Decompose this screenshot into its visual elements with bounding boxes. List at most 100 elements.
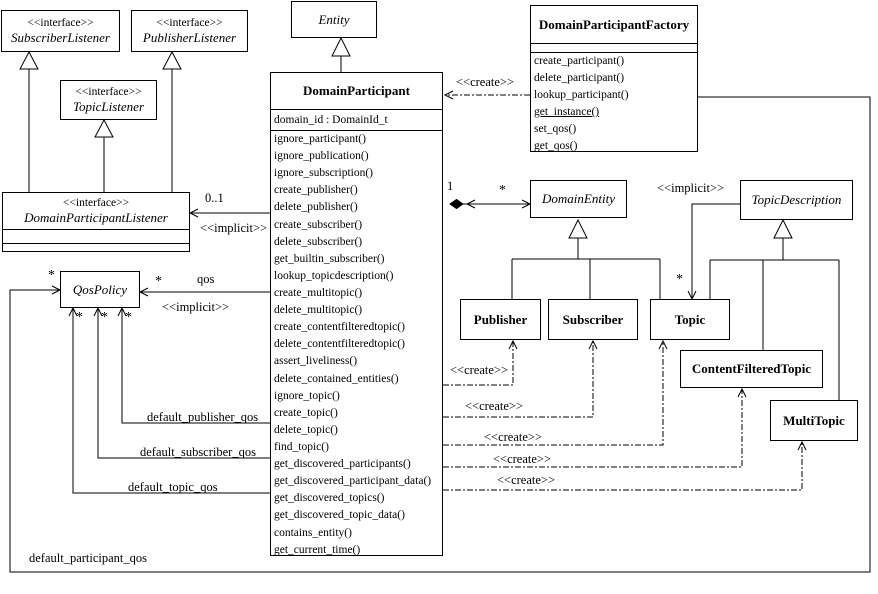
class-content-filtered-topic: ContentFilteredTopic xyxy=(680,350,823,388)
create-stereotype-label: <<create>> xyxy=(484,430,543,444)
class-domain-participant-factory: DomainParticipantFactory create_particip… xyxy=(530,5,698,152)
class-publisher: Publisher xyxy=(460,299,541,340)
operations-compartment: create_participant() delete_participant(… xyxy=(531,52,697,155)
association-listener xyxy=(188,208,270,218)
empty-operations-compartment xyxy=(3,243,189,253)
class-publisher-listener: <<interface>> PublisherListener xyxy=(131,10,248,52)
implicit-stereotype-label: <<implicit>> xyxy=(162,300,230,314)
empty-attributes-compartment xyxy=(531,43,697,52)
create-arrowhead xyxy=(588,339,598,350)
association-qos xyxy=(138,287,270,297)
generalization-dplistener-publisherlistener xyxy=(162,50,182,192)
stereotype-label: <<interface>> xyxy=(75,86,142,98)
class-domain-participant-listener: <<interface>> DomainParticipantListener xyxy=(2,192,190,252)
method-row: lookup_participant() xyxy=(534,89,629,101)
method-row: delete_participant() xyxy=(534,72,625,84)
class-entity: Entity xyxy=(291,1,377,38)
multiplicity-many-label: * xyxy=(499,183,506,198)
attribute-row: domain_id : DomainId_t xyxy=(274,114,388,126)
association-default-subscriber-qos xyxy=(93,306,270,459)
method-row: ignore_publication() xyxy=(274,150,369,163)
class-name: ContentFilteredTopic xyxy=(691,361,812,376)
implicit-stereotype-label: <<implicit>> xyxy=(657,181,725,195)
generalization-dplistener-subscriberlistener xyxy=(19,50,39,192)
method-row: create_subscriber() xyxy=(274,218,363,231)
default-publisher-qos-label: default_publisher_qos xyxy=(147,410,259,424)
method-row: delete_subscriber() xyxy=(274,235,363,248)
method-row: delete_contentfilteredtopic() xyxy=(274,338,405,351)
stereotype-label: <<interface>> xyxy=(62,197,130,209)
class-name: Entity xyxy=(318,11,350,27)
class-domain-participant: DomainParticipant domain_id : DomainId_t… xyxy=(270,72,443,556)
multiplicity-many-label: * xyxy=(155,274,162,289)
method-row: create_participant() xyxy=(534,55,625,67)
create-stereotype-label: <<create>> xyxy=(465,399,524,413)
method-row: create_multitopic() xyxy=(274,286,363,299)
attributes-compartment: domain_id : DomainId_t xyxy=(271,109,442,130)
association-implicit-topicdescription-topic xyxy=(687,203,740,301)
create-arrowhead xyxy=(737,387,747,398)
multiplicity-optional-label: 0..1 xyxy=(205,191,224,205)
class-domain-entity: DomainEntity xyxy=(530,180,627,218)
create-stereotype-label: <<create>> xyxy=(497,473,556,487)
class-name: QosPolicy xyxy=(72,281,128,297)
method-row: set_qos() xyxy=(534,123,577,135)
method-row: get_current_time() xyxy=(274,543,361,556)
method-row: create_publisher() xyxy=(274,184,358,197)
qos-role-label: qos xyxy=(197,272,215,286)
class-multi-topic: MultiTopic xyxy=(770,400,858,441)
generalization-tree-domainentity xyxy=(511,218,661,299)
method-row: get_discovered_participants() xyxy=(274,458,411,471)
class-name: DomainParticipantFactory xyxy=(538,16,690,32)
create-stereotype-label: <<create>> xyxy=(450,363,509,377)
class-name: MultiTopic xyxy=(783,412,845,428)
class-name: DomainEntity xyxy=(542,191,615,206)
method-row: delete_contained_entities() xyxy=(274,372,399,385)
default-participant-qos-label: default_participant_qos xyxy=(29,551,148,565)
association-default-topic-qos xyxy=(68,306,270,494)
multiplicity-one-label: 1 xyxy=(447,179,454,193)
method-row: assert_liveliness() xyxy=(274,355,358,368)
generalization-domainparticipant-entity xyxy=(331,36,351,72)
create-stereotype-label: <<create>> xyxy=(456,75,515,89)
stereotype-label: <<interface>> xyxy=(27,17,94,29)
generalization-dplistener-topiclistener xyxy=(94,118,114,192)
method-row: create_contentfilteredtopic() xyxy=(274,321,405,334)
class-name: TopicListener xyxy=(72,99,145,114)
class-name: Subscriber xyxy=(562,311,624,327)
method-row: find_topic() xyxy=(274,440,329,453)
create-arrowhead xyxy=(508,339,518,350)
multiplicity-many-label: * xyxy=(76,310,83,325)
create-arrowhead xyxy=(658,339,668,350)
class-topic-description: TopicDescription xyxy=(740,180,853,220)
class-topic: Topic xyxy=(650,299,730,340)
implicit-stereotype-label: <<implicit>> xyxy=(200,221,268,235)
default-subscriber-qos-label: default_subscriber_qos xyxy=(140,445,256,459)
operations-compartment: ignore_participant() ignore_publication(… xyxy=(271,130,442,559)
method-row-static: get_instance() xyxy=(534,106,600,118)
multiplicity-many-label: * xyxy=(48,268,55,283)
class-name: Topic xyxy=(674,311,706,327)
method-row: delete_publisher() xyxy=(274,201,358,214)
class-name: PublisherListener xyxy=(142,30,237,45)
class-subscriber: Subscriber xyxy=(548,299,638,340)
method-row: get_qos() xyxy=(534,140,578,152)
create-stereotype-label: <<create>> xyxy=(493,452,552,466)
create-dp-topic xyxy=(443,341,664,446)
method-row: ignore_subscription() xyxy=(274,167,374,180)
class-name: SubscriberListener xyxy=(11,30,110,45)
stereotype-label: <<interface>> xyxy=(156,17,223,29)
method-row: ignore_participant() xyxy=(274,133,366,145)
method-row: create_topic() xyxy=(274,406,338,419)
method-row: lookup_topicdescription() xyxy=(274,269,394,282)
method-row: delete_multitopic() xyxy=(274,304,363,317)
method-row: get_discovered_topic_data() xyxy=(274,509,405,522)
method-row: contains_entity() xyxy=(274,526,352,539)
class-qos-policy: QosPolicy xyxy=(60,271,140,308)
method-row: get_discovered_participant_data() xyxy=(274,475,432,488)
class-name: TopicDescription xyxy=(751,192,842,207)
multiplicity-many-label: * xyxy=(676,272,683,287)
empty-attributes-compartment xyxy=(3,229,189,243)
multiplicity-many-label: * xyxy=(125,310,132,325)
